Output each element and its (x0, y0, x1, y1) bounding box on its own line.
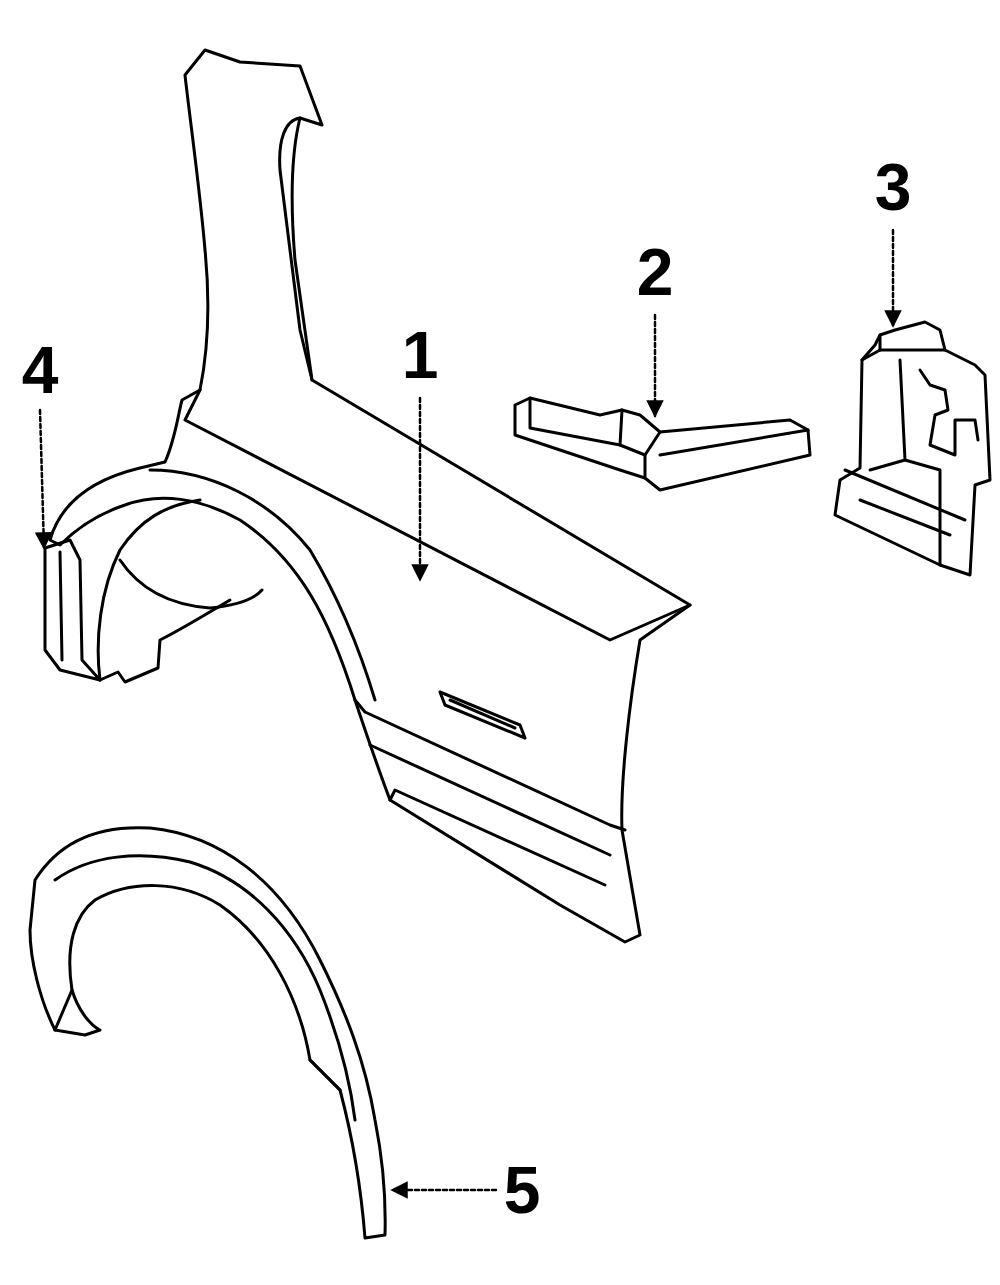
wheel-opening-molding (30, 828, 385, 1238)
callout-number: 3 (875, 154, 912, 220)
callout-number: 1 (402, 322, 439, 388)
bracket (515, 398, 810, 490)
callout-number: 5 (504, 1157, 541, 1223)
leader-lines (40, 230, 893, 1190)
extension-piece (45, 540, 100, 680)
callout-number: 4 (22, 337, 59, 403)
callout-number: 2 (637, 239, 674, 305)
reinforcement-plate (835, 322, 990, 575)
quarter-panel (50, 50, 690, 942)
